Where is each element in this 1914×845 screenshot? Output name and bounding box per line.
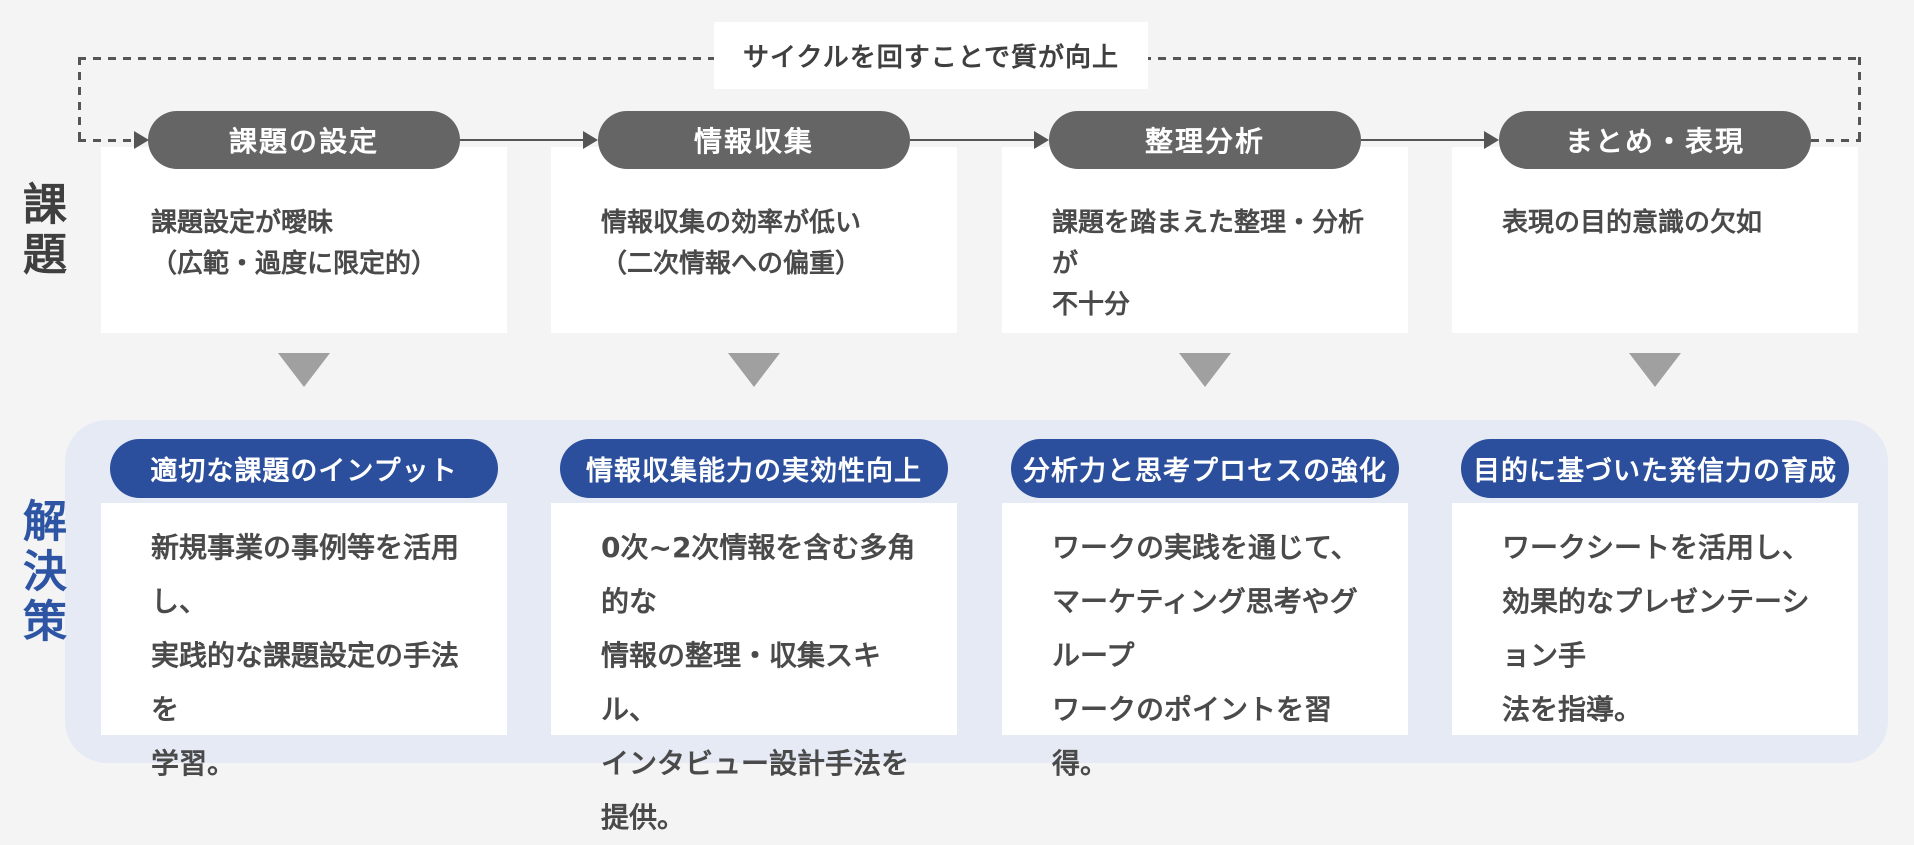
problem-text-line: 課題を踏まえた整理・分析が: [1052, 208, 1365, 279]
solution-text-line: ワークのポイントを習得。: [1052, 693, 1333, 780]
flow-arrow-line: [460, 139, 584, 141]
cycle-label: サイクルを回すことで質が向上: [714, 22, 1148, 89]
problem-text-line: 情報収集の効率が低い: [601, 208, 862, 238]
problem-text-line: （二次情報への偏重）: [601, 249, 862, 279]
solution-box: ワークシートを活用し、 効果的なプレゼンテーション手 法を指導。: [1452, 503, 1858, 735]
solution-text-line: ワークシートを活用し、: [1502, 531, 1811, 564]
problem-box: 課題を踏まえた整理・分析が 不十分: [1002, 147, 1408, 333]
flow-arrow-line: [1361, 139, 1485, 141]
solution-pill: 適切な課題のインプット: [110, 439, 498, 498]
stage-pill: 情報収集: [598, 111, 910, 169]
flow-arrow-line: [910, 139, 1035, 141]
down-triangle-icon: [278, 353, 330, 387]
cycle-dashed-connector-left: [78, 139, 134, 142]
problem-text-line: 不十分: [1052, 290, 1131, 320]
problem-box: 表現の目的意識の欠如: [1452, 147, 1858, 333]
stage-pill: まとめ・表現: [1499, 111, 1811, 169]
row-label-problem: 課題: [15, 181, 66, 281]
down-triangle-icon: [1629, 353, 1681, 387]
solution-text-line: 実践的な課題設定の手法を: [151, 639, 460, 726]
solution-pill: 目的に基づいた発信力の育成: [1461, 439, 1849, 498]
row-label-solution: 解決策: [15, 498, 66, 648]
solution-text-line: 効果的なプレゼンテーション手: [1502, 585, 1810, 672]
flow-arrowhead-icon: [1034, 131, 1049, 149]
solution-box: 新規事業の事例等を活用し、 実践的な課題設定の手法を 学習。: [101, 503, 507, 780]
down-triangle-icon: [1179, 353, 1231, 387]
solution-text-line: 新規事業の事例等を活用し、: [151, 531, 460, 618]
problem-text-line: （広範・過度に限定的）: [151, 249, 438, 279]
down-triangle-icon: [728, 353, 780, 387]
solution-text-line: マーケティング思考やグループ: [1052, 585, 1358, 672]
cycle-dashed-line-left: [78, 57, 81, 141]
solution-pill: 分析力と思考プロセスの強化: [1011, 439, 1399, 498]
solution-text-line: 情報の整理・収集スキル、: [601, 639, 882, 726]
solution-text-line: 法を指導。: [1502, 693, 1643, 726]
cycle-dashed-line-right: [1858, 57, 1861, 142]
solution-pill: 情報収集能力の実効性向上: [560, 439, 948, 498]
problem-box: 情報収集の効率が低い （二次情報への偏重）: [551, 147, 957, 333]
cycle-arrowhead-icon: [134, 131, 149, 149]
solution-box: ワークの実践を通じて、 マーケティング思考やグループ ワークのポイントを習得。: [1002, 503, 1408, 780]
solution-text-line: 0次~2次情報を含む多角的な: [601, 531, 916, 618]
cycle-dashed-connector-right: [1811, 139, 1861, 142]
flow-arrowhead-icon: [583, 131, 598, 149]
solution-text-line: インタビュー設計手法を提供。: [601, 747, 910, 834]
flow-arrowhead-icon: [1484, 131, 1499, 149]
problem-box: 課題設定が曖昧 （広範・過度に限定的）: [101, 147, 507, 333]
stage-pill: 整理分析: [1049, 111, 1361, 169]
problem-text-line: 課題設定が曖昧: [151, 208, 334, 238]
solution-text-line: ワークの実践を通じて、: [1052, 531, 1359, 564]
stage-pill: 課題の設定: [148, 111, 460, 169]
solution-box: 0次~2次情報を含む多角的な 情報の整理・収集スキル、 インタビュー設計手法を提…: [551, 503, 957, 834]
solution-text-line: 学習。: [151, 747, 236, 780]
problem-text-line: 表現の目的意識の欠如: [1502, 208, 1763, 238]
